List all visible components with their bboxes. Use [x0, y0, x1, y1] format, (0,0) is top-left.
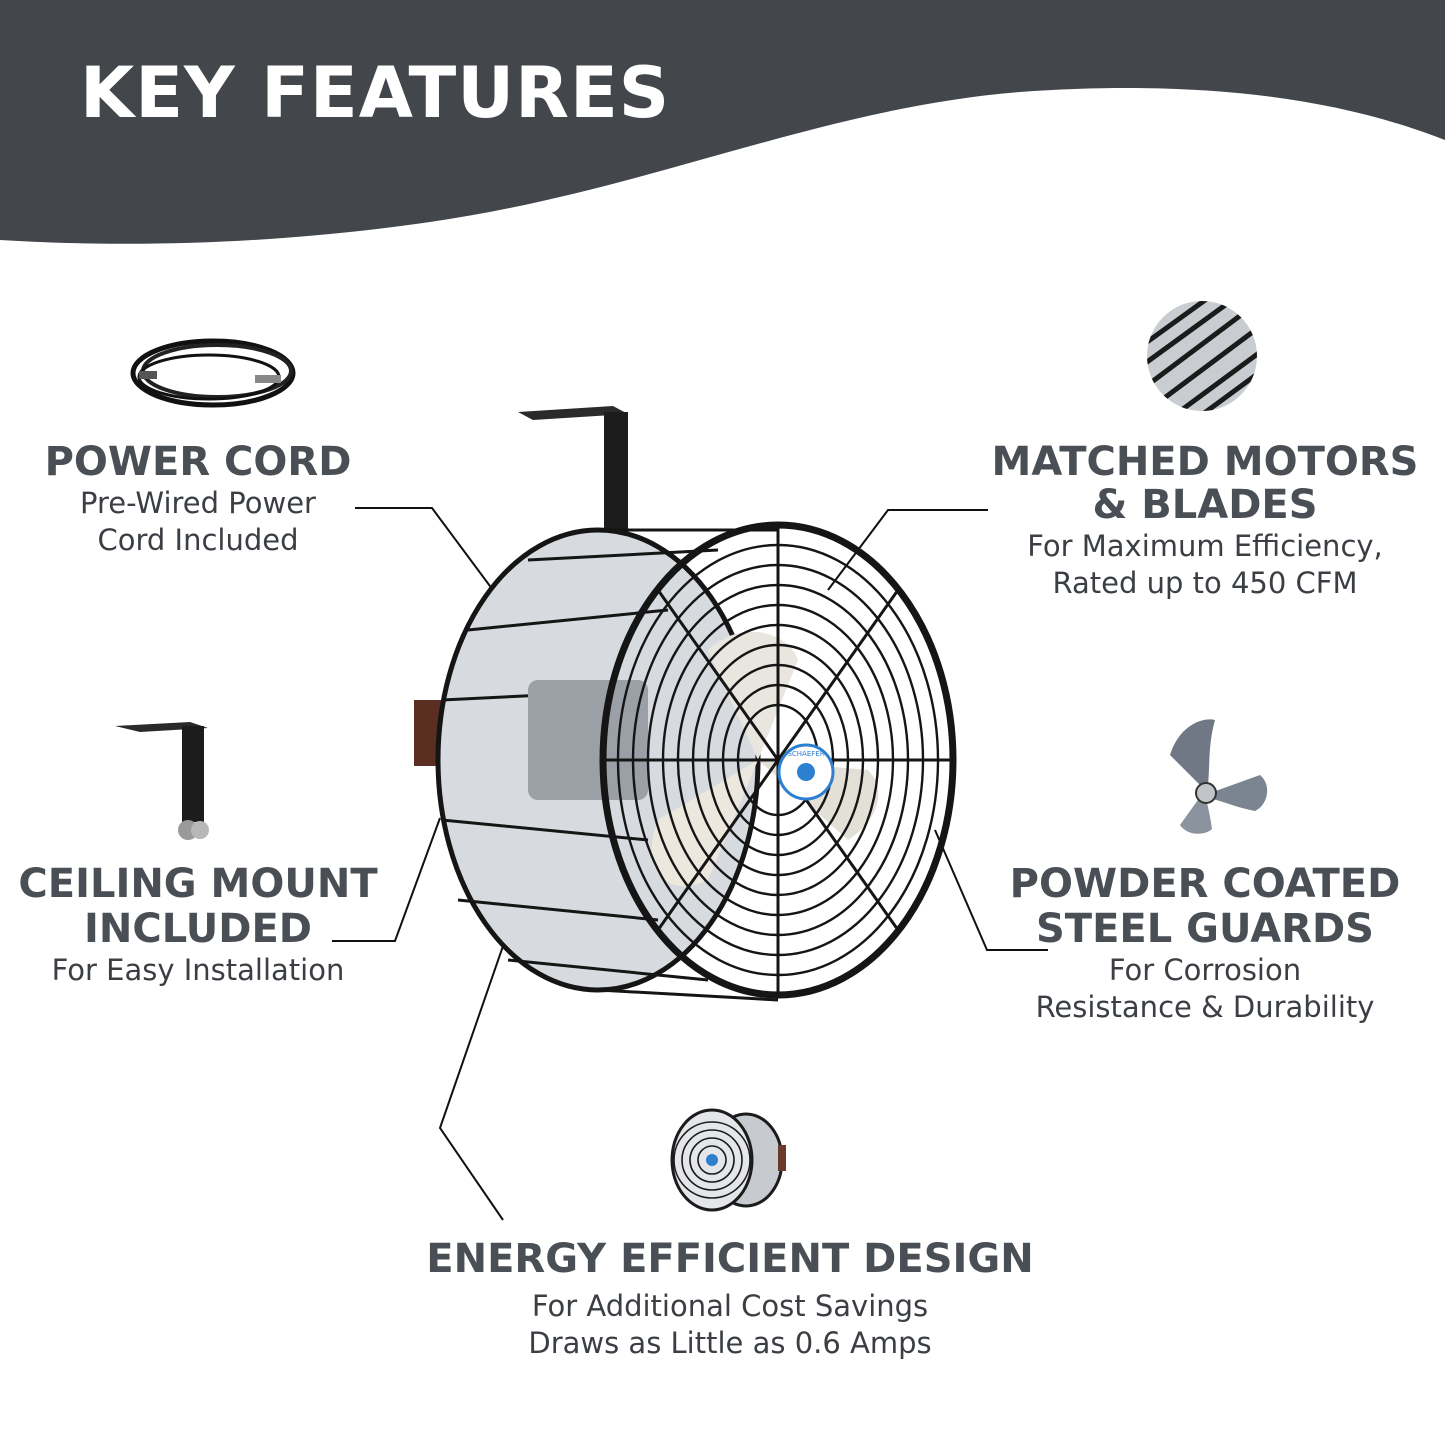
page-title: KEY FEATURES [80, 52, 671, 134]
guards-title-1: POWDER COATED [1009, 861, 1401, 907]
fan-blades-closeup-icon [1147, 301, 1257, 411]
badge-text: SCHAEFER [787, 750, 824, 758]
feature-ceiling-mount: CEILING MOUNT INCLUDED For Easy Installa… [10, 862, 386, 989]
propeller-blade-icon [1170, 719, 1268, 834]
guards-desc-2: Resistance & Durability [1035, 990, 1375, 1024]
ceiling-bracket-icon [115, 722, 209, 840]
power-cord-desc-1: Pre-Wired Power [80, 486, 316, 520]
feature-steel-guards: POWDER COATED STEEL GUARDS For Corrosion… [1000, 862, 1410, 1026]
motors-desc-2: Rated up to 450 CFM [1052, 566, 1358, 600]
power-cord-desc-2: Cord Included [97, 523, 299, 557]
motors-title-1: MATCHED MOTORS [991, 439, 1419, 485]
header-banner [0, 0, 1445, 244]
feature-motors-blades: MATCHED MOTORS & BLADES For Maximum Effi… [985, 440, 1425, 602]
energy-desc-2: Draws as Little as 0.6 Amps [528, 1326, 932, 1360]
energy-desc-1: For Additional Cost Savings [531, 1289, 929, 1323]
ceiling-title-2: INCLUDED [84, 906, 312, 952]
product-fan-image: SCHAEFER [414, 406, 957, 1002]
motors-title-2: & BLADES [1092, 482, 1318, 528]
guards-desc-1: For Corrosion [1108, 953, 1302, 987]
motors-desc-1: For Maximum Efficiency, [1027, 529, 1383, 563]
feature-energy-efficient: ENERGY EFFICIENT DESIGN For Additional C… [420, 1237, 1040, 1362]
guards-title-2: STEEL GUARDS [1035, 906, 1374, 952]
energy-title: ENERGY EFFICIENT DESIGN [426, 1236, 1034, 1282]
ceiling-title-1: CEILING MOUNT [18, 861, 378, 907]
feature-power-cord: POWER CORD Pre-Wired Power Cord Included [20, 440, 376, 559]
small-fan-icon [670, 1108, 786, 1212]
power-cord-title: POWER CORD [44, 439, 352, 485]
ceiling-desc-1: For Easy Installation [51, 953, 345, 987]
power-cord-icon [130, 338, 296, 408]
